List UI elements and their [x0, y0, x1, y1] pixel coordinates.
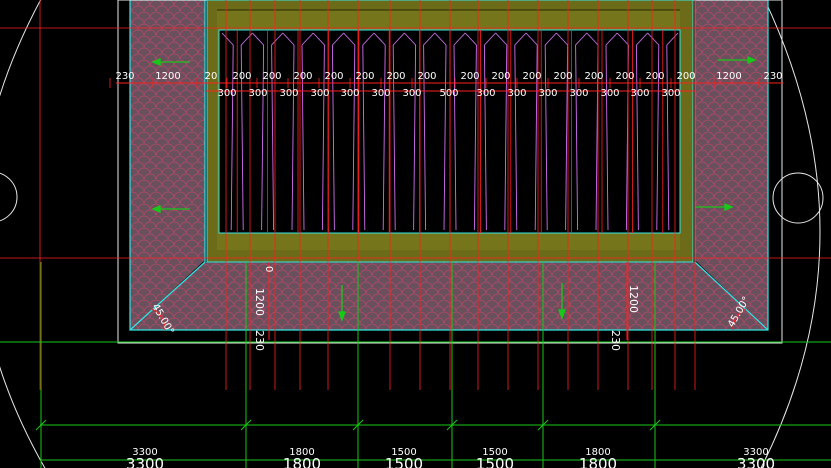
slope-arrows [151, 56, 757, 322]
top-dim-label: 200 [262, 71, 281, 82]
second-dim-label: 300 [538, 88, 557, 99]
side-dimensions: 0 1200 230 1200 230 [253, 262, 640, 351]
bottom-dim-small-label: 1800 [585, 447, 610, 458]
arrow-bottom-left [338, 285, 346, 322]
second-dim-label: 300 [402, 88, 421, 99]
bottom-dim-large-label: 1500 [476, 455, 514, 468]
top-dim-label: 200 [645, 71, 664, 82]
bottom-dim-small-label: 1500 [482, 447, 507, 458]
bottom-dim-small-label: 1500 [391, 447, 416, 458]
left-mid-dim: 1200 [253, 288, 266, 316]
top-dim-label: 200 [553, 71, 572, 82]
second-dim-label: 300 [279, 88, 298, 99]
top-dim-label: 200 [522, 71, 541, 82]
top-dim-label: 200 [293, 71, 312, 82]
left-angle-arc [151, 308, 166, 331]
top-dim-label: 1200 [155, 71, 180, 82]
top-dim-label: 200 [324, 71, 343, 82]
bottom-dim-large-label: 1800 [579, 455, 617, 468]
second-dim-label: 500 [439, 88, 458, 99]
bottom-dim-large-label: 1800 [283, 455, 321, 468]
right-small-circle [772, 172, 824, 224]
top-dim-label: 200 [355, 71, 374, 82]
second-dim-label: 300 [507, 88, 526, 99]
bottom-dim-large-label: 1500 [385, 455, 423, 468]
bottom-dim-small-label: 3300 [743, 447, 768, 458]
bottom-dim-large-label: 3300 [126, 455, 164, 468]
second-dim-label: 300 [630, 88, 649, 99]
right-mid-dim: 1200 [627, 285, 640, 313]
bottom-dim-small-label: 3300 [132, 447, 157, 458]
top-dim-label: 230 [115, 71, 134, 82]
top-dim-label: 200 [460, 71, 479, 82]
top-dim-label: 20 [205, 71, 218, 82]
top-dim-label: 200 [584, 71, 603, 82]
second-dim-label: 300 [569, 88, 588, 99]
red-grid-lines [0, 0, 831, 390]
top-dim-label: 200 [676, 71, 695, 82]
top-dim-label: 200 [491, 71, 510, 82]
arrow-right-top [718, 56, 757, 64]
top-dim-label: 200 [232, 71, 251, 82]
second-dim-label: 300 [371, 88, 390, 99]
top-dim-label: 200 [417, 71, 436, 82]
arrow-bottom-right [558, 283, 566, 320]
left-top-dim: 0 [263, 266, 274, 272]
second-dim-label: 300 [661, 88, 680, 99]
second-dim-label: 300 [248, 88, 267, 99]
arrow-right-mid [695, 203, 734, 211]
right-angle-arc [732, 308, 747, 331]
second-dim-label: 300 [600, 88, 619, 99]
arrow-left-mid [151, 205, 190, 213]
top-dim-label: 200 [615, 71, 634, 82]
top-dimension-row: 230 1200 20 200 200 200 200 200 200 200 200 200 200 2… [109, 71, 783, 88]
second-dimension-row: 300 300 300 300 300 300 300 500 300 300 300 300 300 3… [205, 88, 695, 99]
green-grid-lines [0, 262, 831, 468]
top-dim-label: 230 [763, 71, 782, 82]
second-dim-label: 300 [310, 88, 329, 99]
top-dim-label: 1200 [716, 71, 741, 82]
left-small-circle [0, 172, 18, 222]
top-dim-label: 200 [386, 71, 405, 82]
second-dim-label: 300 [476, 88, 495, 99]
bottom-dim-small-label: 1800 [289, 447, 314, 458]
bottom-dim-large-label: 3300 [737, 455, 775, 468]
second-dim-label: 300 [217, 88, 236, 99]
right-bottom-dim: 230 [609, 330, 622, 351]
arrow-left-top [151, 58, 190, 66]
second-dim-label: 300 [340, 88, 359, 99]
left-bottom-dim: 230 [253, 330, 266, 351]
